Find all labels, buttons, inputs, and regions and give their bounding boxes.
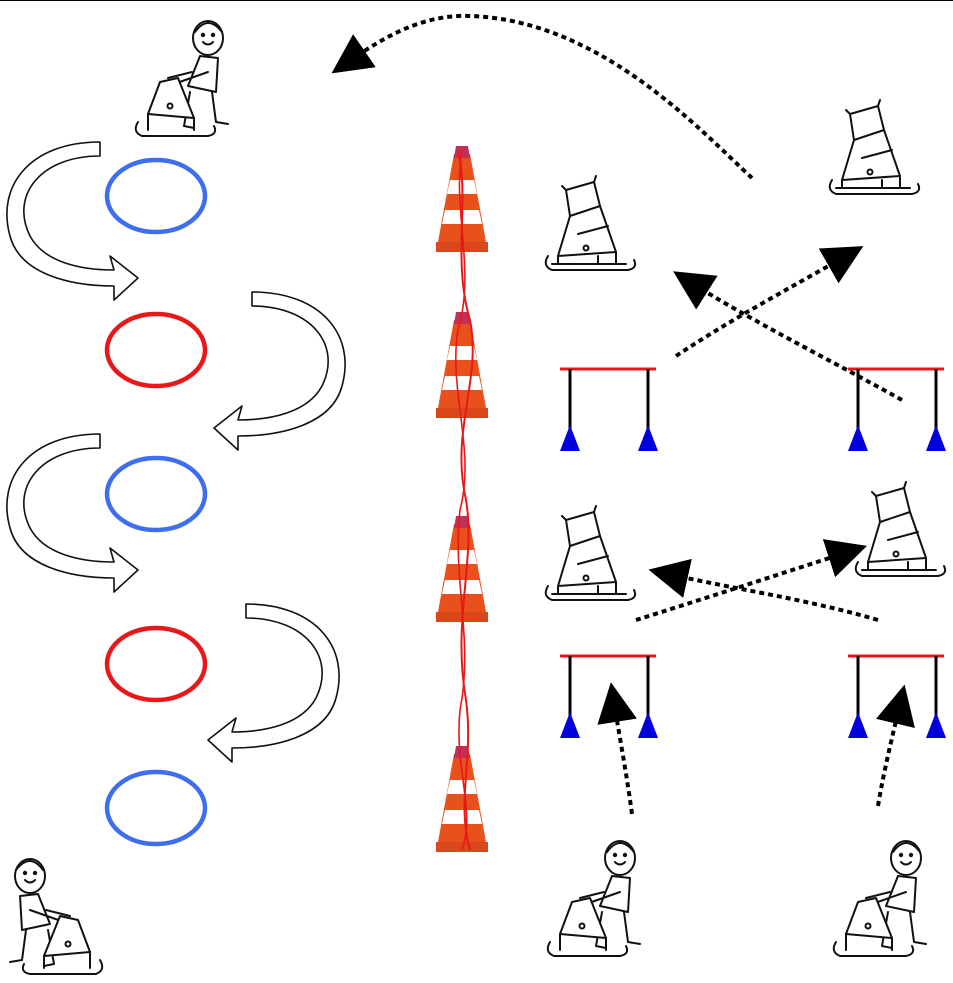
dotted-path-arrow-icon — [331, 13, 754, 180]
curved-arrow-icon — [6, 433, 139, 593]
top-rule — [0, 0, 953, 1]
sled-chair-icon — [544, 505, 637, 601]
mini-hurdle-icon — [558, 654, 660, 740]
curved-arrow-icon — [207, 603, 340, 763]
mini-hurdle-icon — [846, 367, 948, 453]
dotted-path-arrow-icon — [635, 539, 868, 622]
child-pushing-sled-icon — [9, 858, 104, 975]
dotted-path-arrow-icon — [673, 271, 903, 402]
rope — [457, 149, 474, 851]
child-pushing-sled-icon — [546, 840, 641, 957]
hoop-ring-icon — [104, 455, 208, 533]
hoop-ring-icon — [104, 625, 208, 703]
mini-hurdle-icon — [558, 367, 660, 453]
dotted-arrows — [331, 13, 915, 815]
child-pushing-sled-icon — [832, 840, 927, 957]
dotted-path-arrow-icon — [875, 684, 915, 807]
dotted-path-arrow-icon — [597, 682, 637, 815]
hoop-ring-icon — [104, 769, 208, 847]
sled-chair-icon — [828, 99, 921, 195]
cone-line — [436, 146, 488, 852]
child-pushing-sled-icon — [134, 20, 229, 137]
sled-chair-icon — [544, 175, 637, 271]
traffic-cone-icon — [436, 746, 488, 852]
dotted-path-arrow-icon — [674, 246, 864, 358]
hoop-ring-icon — [104, 311, 208, 389]
sled-chair-icon — [854, 481, 947, 577]
hoop-ring-icon — [104, 157, 208, 235]
ring-list — [104, 157, 208, 847]
mini-hurdle-icon — [846, 654, 948, 740]
curved-arrow-icon — [213, 291, 346, 451]
dotted-path-arrow-icon — [648, 558, 879, 622]
traffic-cone-icon — [436, 312, 488, 418]
